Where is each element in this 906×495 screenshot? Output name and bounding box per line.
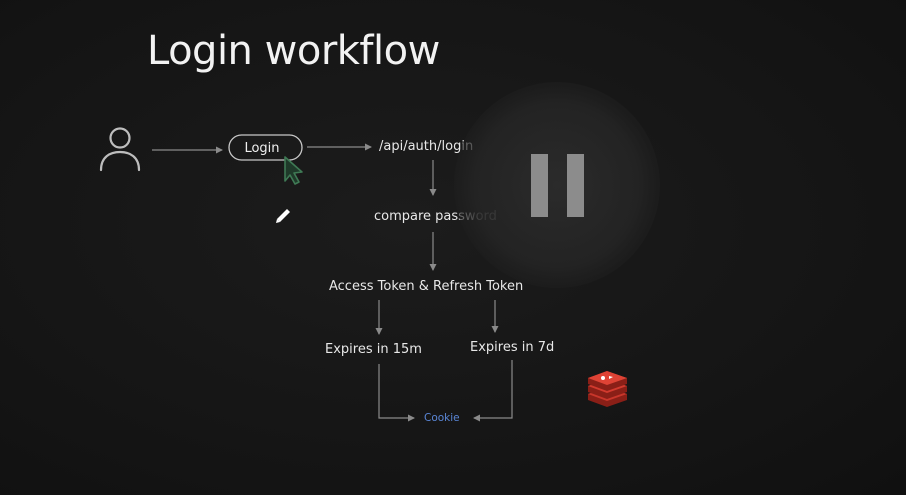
refresh-token-expiry-label: Expires in 7d	[470, 340, 554, 355]
pause-button[interactable]	[454, 82, 660, 288]
login-button[interactable]: Login	[228, 134, 303, 161]
tokens-label: Access Token & Refresh Token	[329, 279, 523, 294]
cookie-label: Cookie	[424, 412, 460, 424]
pause-icon-bar-right	[567, 154, 584, 217]
pause-icon	[531, 154, 548, 217]
user-icon	[99, 127, 141, 172]
login-button-label: Login	[244, 141, 279, 156]
connector-refresh-to-cookie	[473, 360, 513, 422]
access-token-expiry-label: Expires in 15m	[325, 342, 422, 357]
cursor-arrow-icon	[284, 156, 303, 185]
connectors	[152, 143, 513, 422]
page-title: Login workflow	[147, 28, 440, 74]
endpoint-label: /api/auth/login	[379, 139, 473, 154]
connector-access-to-cookie	[378, 364, 415, 422]
pencil-icon	[276, 209, 290, 223]
redis-database-icon	[588, 371, 627, 407]
